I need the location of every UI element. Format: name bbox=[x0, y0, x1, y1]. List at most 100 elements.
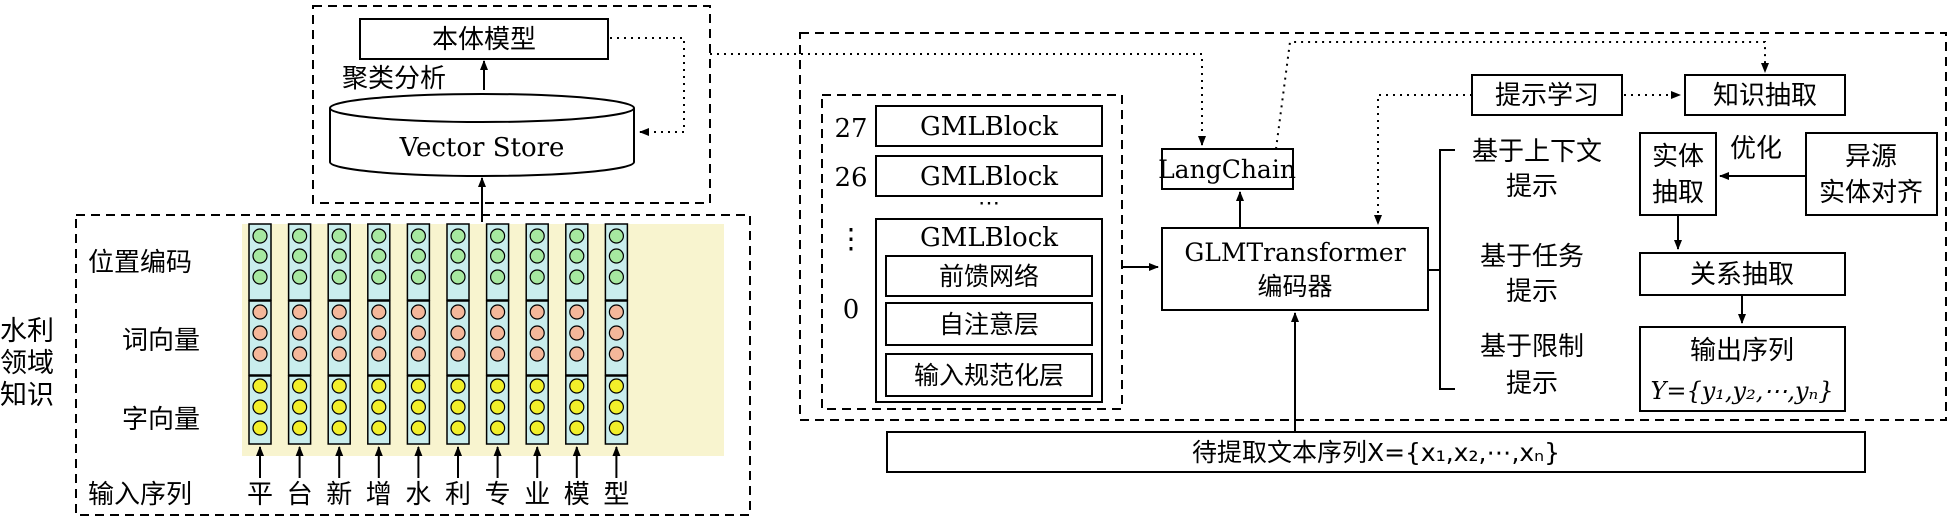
embedding-node bbox=[331, 346, 347, 362]
sublayer-input-norm bbox=[885, 353, 1093, 397]
embedding-column bbox=[367, 223, 391, 478]
row-label-position: 位置编码 bbox=[88, 248, 192, 278]
embedding-node bbox=[331, 248, 347, 264]
row-label-word: 词向量 bbox=[122, 326, 200, 356]
dotted-prompt-to-encoder bbox=[1374, 94, 1472, 225]
embedding-node bbox=[371, 378, 387, 394]
embedding-node bbox=[608, 228, 625, 244]
embedding-node bbox=[450, 420, 466, 436]
embedding-node bbox=[450, 269, 466, 285]
entity-extraction-label-2: 抽取 bbox=[1652, 178, 1704, 208]
input-char: 模 bbox=[564, 480, 590, 510]
heterogeneous-label-1: 异源 bbox=[1845, 142, 1897, 172]
svg-text:知识: 知识 bbox=[0, 380, 54, 411]
embedding-node bbox=[292, 346, 308, 362]
embedding-node bbox=[252, 420, 268, 436]
embedding-node bbox=[608, 269, 625, 285]
embedding-node bbox=[410, 325, 426, 341]
embedding-node bbox=[371, 304, 387, 320]
embedding-node bbox=[529, 248, 545, 264]
cluster-label: 聚类分析 bbox=[342, 64, 446, 94]
stack-frame bbox=[821, 94, 1123, 410]
sublayer-feedforward-label: 前馈网络 bbox=[939, 262, 1039, 291]
embedding-node bbox=[529, 399, 545, 415]
embedding-column bbox=[248, 223, 272, 478]
embedding-node bbox=[529, 228, 545, 244]
embedding-node bbox=[371, 248, 387, 264]
embedding-node bbox=[529, 325, 545, 341]
embedding-node bbox=[292, 248, 308, 264]
embedding-node bbox=[529, 346, 545, 362]
embedding-node bbox=[252, 378, 268, 394]
embedding-column bbox=[446, 223, 470, 478]
embedding-node bbox=[608, 304, 625, 320]
row-label-char: 字向量 bbox=[122, 405, 200, 435]
embedding-column bbox=[485, 223, 510, 478]
embedding-node bbox=[410, 304, 426, 320]
embedding-node bbox=[292, 304, 308, 320]
embedding-node bbox=[608, 420, 625, 436]
embedding-node bbox=[331, 420, 347, 436]
embedding-node bbox=[331, 399, 347, 415]
right-group-frame bbox=[799, 32, 1947, 421]
embedding-node bbox=[410, 378, 426, 394]
prompt-type-constraint-2: 提示 bbox=[1506, 369, 1558, 399]
input-char: 业 bbox=[524, 480, 550, 510]
embedding-node bbox=[252, 304, 268, 320]
ontology-box bbox=[359, 18, 609, 60]
row-label-input: 输入序列 bbox=[88, 480, 192, 510]
embedding-node bbox=[292, 325, 308, 341]
embedding-node bbox=[292, 269, 308, 285]
encoder-label-en: GLMTransformer bbox=[1184, 238, 1405, 267]
embedding-node bbox=[569, 399, 585, 415]
embedding-node bbox=[331, 304, 347, 320]
output-sequence-label: 输出序列 bbox=[1690, 336, 1794, 366]
embedding-node bbox=[569, 420, 585, 436]
sublayer-feedforward bbox=[885, 255, 1093, 297]
embedding-node bbox=[529, 378, 545, 394]
input-char: 增 bbox=[366, 480, 392, 510]
embedding-node bbox=[292, 420, 308, 436]
left-group-frame bbox=[75, 214, 751, 516]
optimize-label: 优化 bbox=[1730, 134, 1782, 164]
embedding-node bbox=[450, 248, 466, 264]
prompt-type-context-1: 基于上下文 bbox=[1472, 137, 1602, 167]
embedding-column bbox=[604, 223, 629, 478]
embedding-column bbox=[565, 223, 589, 478]
embedding-node bbox=[608, 399, 625, 415]
embedding-node bbox=[608, 346, 625, 362]
embedding-column bbox=[525, 223, 549, 478]
sublayer-input-norm-label: 输入规范化层 bbox=[914, 361, 1064, 390]
sublayer-self-attention bbox=[885, 302, 1093, 346]
embedding-node bbox=[371, 399, 387, 415]
prompt-type-task-1: 基于任务 bbox=[1480, 242, 1584, 272]
svg-text:水利: 水利 bbox=[0, 316, 54, 347]
layer-number-vdots: ⋮ bbox=[837, 222, 865, 255]
embedding-node bbox=[608, 248, 625, 264]
embedding-node bbox=[569, 325, 585, 341]
embedding-node bbox=[490, 248, 506, 264]
layer-number-0: 0 bbox=[843, 295, 860, 325]
embedding-node bbox=[450, 378, 466, 394]
entity-extraction-label-1: 实体 bbox=[1652, 142, 1704, 172]
embedding-node bbox=[371, 228, 387, 244]
embedding-node bbox=[450, 228, 466, 244]
embedding-node bbox=[569, 228, 585, 244]
embedding-node bbox=[410, 399, 426, 415]
langchain-box bbox=[1161, 148, 1294, 190]
embedding-column bbox=[406, 223, 431, 478]
input-char: 平 bbox=[247, 480, 273, 510]
embedding-node bbox=[331, 269, 347, 285]
embedding-node bbox=[252, 325, 268, 341]
embedding-node bbox=[292, 399, 308, 415]
relation-extraction-label: 关系抽取 bbox=[1690, 260, 1794, 290]
layer-number-27: 27 bbox=[834, 114, 867, 144]
prompt-type-task-2: 提示 bbox=[1506, 277, 1558, 307]
prompt-type-constraint-1: 基于限制 bbox=[1480, 332, 1584, 362]
embedding-node bbox=[410, 420, 426, 436]
heterogeneous-label-2: 实体对齐 bbox=[1819, 178, 1923, 208]
embedding-node bbox=[490, 304, 506, 320]
embedding-node bbox=[410, 228, 426, 244]
input-char: 利 bbox=[445, 480, 471, 510]
input-char: 型 bbox=[603, 480, 629, 510]
